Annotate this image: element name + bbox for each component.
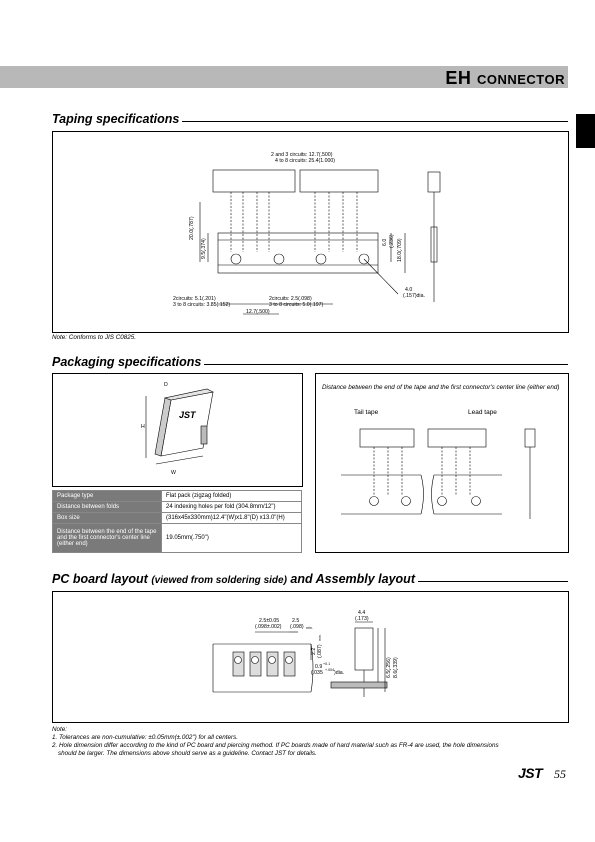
pcb-title-a: PC board layout (52, 572, 148, 586)
dim-p5: 2.2 (311, 648, 317, 655)
dim-r2: (.236) (389, 234, 395, 248)
dim-hole-1: 4.0 (405, 287, 412, 293)
dim-d1-sup: +0.1 (323, 662, 330, 666)
packaging-title: Packaging specifications (52, 355, 205, 369)
notes-label: Note: (52, 726, 68, 733)
dim-hole-2: (.157)dia. (403, 293, 425, 299)
table-key: Package type (52, 490, 162, 502)
taping-note: Note: Conforms to JIS C0825. (52, 334, 136, 341)
section-tab-marker (576, 114, 595, 148)
note-1: 1. Tolerances are non-cumulative: ±0.05m… (52, 734, 239, 741)
dim-pitch-2: 4 to 8 circuits: 25.4(1.000) (275, 158, 335, 164)
pcb-drawing-box: 2.5±0.05 (.098±.002) 2.5 (.098) min. 2.2… (52, 591, 569, 723)
table-key: Distance between folds (52, 501, 162, 513)
dim-d2: (.035 (311, 670, 323, 676)
box-illustration: D H W JST (141, 382, 214, 476)
dim-p6-min: min. (318, 634, 322, 641)
pcb-title-b: (viewed from soldering side) (151, 575, 287, 586)
dim-a1: 4.4 (358, 610, 365, 616)
section-rule (52, 364, 568, 365)
lead-tape-label: Lead tape (468, 409, 497, 416)
dim-d3: )dia. (334, 670, 344, 676)
dim-r3: 18.0(.709) (397, 238, 403, 262)
taping-drawing: 2 and 3 circuits: 12.7(.500) 4 to 8 circ… (173, 152, 441, 315)
table-value: 24 indexing holes per fold (304.8mm/12") (161, 501, 302, 513)
table-row: Distance between the end of the tape and… (52, 523, 302, 553)
taping-drawing-box: 2 and 3 circuits: 12.7(.500) 4 to 8 circ… (52, 131, 569, 333)
dim-b1: 2circuits: 5.1(.201) (173, 296, 216, 302)
dim-d1: 0.9 (315, 664, 322, 670)
table-key: Distance between the end of the tape and… (52, 523, 162, 553)
pcb-drawing: 2.5±0.05 (.098±.002) 2.5 (.098) min. 2.2… (212, 610, 399, 697)
table-key: Box size (52, 512, 162, 524)
dim-h2: 9.5(.374) (201, 238, 207, 259)
dim-b5: 12.7(.500) (246, 309, 270, 315)
label-w: W (171, 470, 176, 476)
dim-r1: 6.0 (382, 239, 388, 246)
dim-b3: 2circuits: 2.5(.098) (269, 296, 312, 302)
dim-p6: (.087) (317, 644, 323, 658)
page-number: 55 (554, 767, 566, 781)
dim-b2: 3 to 8 circuits: 3.85(.152) (173, 302, 230, 308)
pcb-title-c: and Assembly layout (290, 572, 415, 586)
dim-p2: (.098±.002) (255, 624, 282, 630)
dim-p4: (.098) (290, 624, 304, 630)
dim-d2-sup: +.004 (325, 668, 334, 672)
jst-logo: JST (518, 765, 543, 781)
tape-end-caption: Distance between the end of the tape and… (322, 384, 560, 391)
dim-a2: (.173) (355, 616, 369, 622)
dim-p4-min: min. (306, 626, 313, 630)
table-value: 19.05mm(.750") (161, 523, 302, 553)
dim-p1: 2.5±0.05 (259, 618, 279, 624)
label-h: H (141, 424, 145, 430)
note-2: 2. Hole dimension differ according to th… (52, 742, 499, 749)
page-title: EH CONNECTOR (445, 68, 565, 89)
taping-title: Taping specifications (52, 112, 183, 126)
dim-a4: 8.6(.339) (393, 657, 399, 678)
dim-h1: 20.0(.787) (189, 216, 195, 240)
dim-b4: 3 to 8 circuits: 5.0(.197) (269, 302, 323, 308)
dim-a3: 6.5(.256) (386, 657, 392, 678)
dim-pitch-1: 2 and 3 circuits: 12.7(.500) (271, 152, 333, 158)
box-illustration-frame: D H W JST (52, 373, 303, 487)
title-rest: CONNECTOR (476, 72, 565, 87)
label-d: D (164, 382, 168, 388)
section-rule (52, 121, 568, 122)
note-3: should be larger. The dimensions above s… (58, 750, 317, 757)
table-row: Box size(316x45x330mm)12.4"(W)x1.8"(D) x… (52, 512, 302, 524)
box-jst-logo: JST (179, 410, 197, 420)
pcb-title: PC board layout (viewed from soldering s… (52, 572, 418, 586)
tape-end-drawing (341, 428, 536, 519)
dim-p3: 2.5 (292, 618, 299, 624)
table-value: Flat pack (zigzag folded) (161, 490, 302, 502)
title-main: EH (445, 68, 472, 88)
header-bar (0, 66, 568, 88)
table-value: (316x45x330mm)12.4"(W)x1.8"(D) x13.0"(H) (161, 512, 302, 524)
tail-tape-label: Tail tape (354, 409, 379, 416)
tape-end-frame: Distance between the end of the tape and… (315, 373, 569, 553)
